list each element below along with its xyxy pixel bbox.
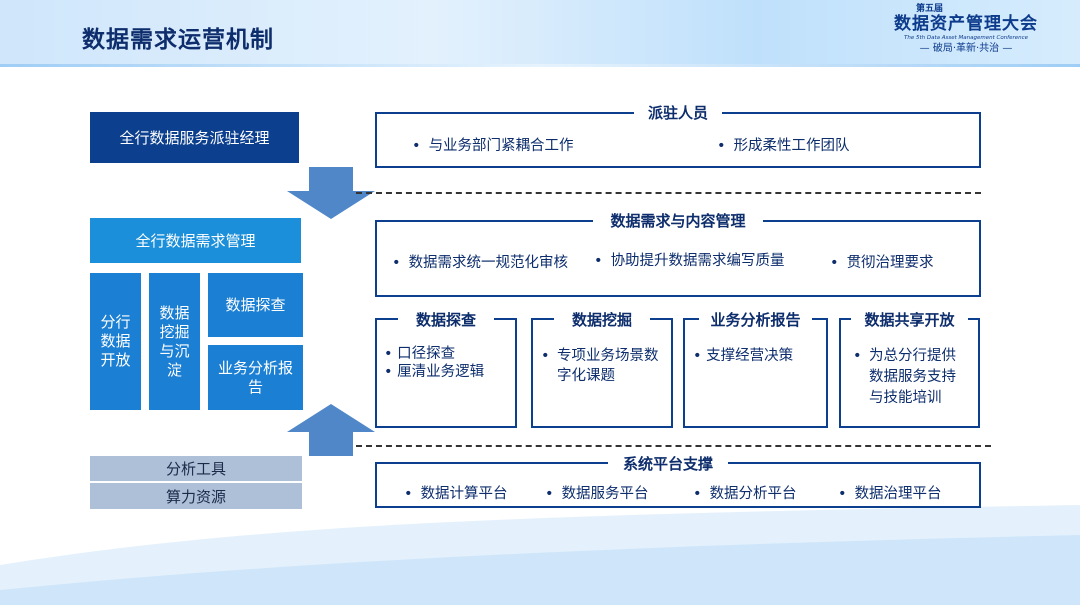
- header-banner: [0, 0, 1080, 66]
- up-arrow-icon: [287, 404, 375, 456]
- branch-data-open-box: 分行 数据 开放: [90, 273, 141, 410]
- demand-item: •贯彻治理要求: [830, 255, 934, 271]
- platform-item: •数据分析平台: [693, 486, 797, 502]
- analysis-tools-box: 分析工具: [90, 456, 302, 481]
- analysis-report-item: • 支撑经营决策: [693, 348, 794, 364]
- dashed-separator-top: [356, 192, 981, 194]
- demand-item: •数据需求统一规范化审核: [392, 255, 569, 271]
- platform-support-title: 系统平台支撑: [608, 453, 728, 474]
- demand-content-panel: [375, 220, 981, 297]
- platform-item: •数据服务平台: [545, 486, 649, 502]
- logo-edition: 第五届: [916, 4, 944, 14]
- platform-item: •数据计算平台: [404, 486, 508, 502]
- exploration-item: • 厘清业务逻辑: [384, 364, 485, 380]
- logo-english: The 5th Data Asset Management Conference: [903, 35, 1029, 41]
- data-exploration-box: 数据探查: [208, 273, 303, 337]
- data-sharing-item: •: [853, 348, 862, 364]
- data-mining-deposit-box: 数据 挖掘 与沉 淀: [149, 273, 200, 410]
- data-sharing-item-text: 为总分行提供 数据服务支持 与技能培训: [869, 348, 956, 406]
- exploration-item: • 口径探查: [384, 346, 456, 362]
- dispatch-item: •与业务部门紧耦合工作: [412, 138, 574, 154]
- bottom-wave-decoration: [0, 505, 1080, 605]
- demand-content-title: 数据需求与内容管理: [593, 210, 763, 231]
- exploration-panel: [375, 318, 517, 428]
- dispatch-staff-title: 派驻人员: [634, 102, 722, 123]
- mining-title: 数据挖掘: [554, 309, 650, 330]
- logo-slogan: — 破局·革新·共治 —: [919, 43, 1013, 54]
- conference-logo: 第五届 数据资产管理大会 The 5th Data Asset Manageme…: [886, 4, 1046, 62]
- page-title: 数据需求运营机制: [82, 27, 274, 53]
- analysis-report-title: 业务分析报告: [699, 309, 812, 330]
- header-divider: [0, 64, 1080, 67]
- demand-management-box: 全行数据需求管理: [90, 218, 301, 263]
- dashed-separator-bottom: [356, 445, 991, 447]
- dispatch-manager-box: 全行数据服务派驻经理: [90, 112, 299, 163]
- dispatch-item: •形成柔性工作团队: [717, 138, 850, 154]
- data-sharing-title: 数据共享开放: [851, 309, 968, 330]
- exploration-title: 数据探查: [398, 309, 494, 330]
- down-arrow-icon: [287, 167, 375, 219]
- demand-item: •协助提升数据需求编写质量: [594, 253, 785, 269]
- business-analysis-box: 业务分析报告: [208, 345, 303, 410]
- mining-item: •: [541, 348, 550, 364]
- platform-item: •数据治理平台: [838, 486, 942, 502]
- analysis-report-panel: [683, 318, 828, 428]
- logo-name: 数据资产管理大会: [894, 14, 1038, 34]
- compute-resources-box: 算力资源: [90, 483, 302, 509]
- mining-item-text: 专项业务场景数 字化课题: [557, 348, 659, 384]
